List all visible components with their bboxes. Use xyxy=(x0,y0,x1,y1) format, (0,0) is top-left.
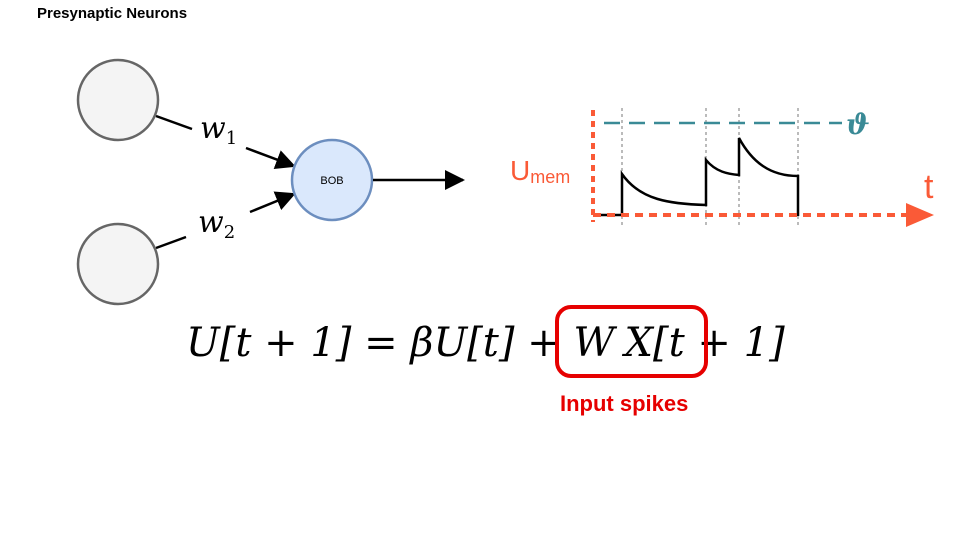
u-mem-label: Umem xyxy=(510,155,570,187)
threshold-symbol: ϑ xyxy=(846,108,870,141)
equation-main: U[t + 1] = βU[t] + W xyxy=(186,320,617,366)
time-axis-label: t xyxy=(924,168,934,206)
synapse-2-arrow xyxy=(249,191,296,214)
weight-1-label: w1 xyxy=(200,111,237,149)
equation-highlighted-term: X[t + 1] xyxy=(622,320,786,366)
x-axis-arrowhead xyxy=(906,203,934,227)
membrane-potential-plot: ϑ Umem t xyxy=(510,108,934,227)
weight-2-label: w2 xyxy=(198,205,235,243)
membrane-trace xyxy=(594,137,800,217)
input-neuron-2 xyxy=(76,222,160,306)
synapse-2-segment-a xyxy=(155,235,187,250)
input-spikes-caption: Input spikes xyxy=(560,391,689,416)
synapse-1-segment-a xyxy=(155,114,193,131)
presynaptic-neurons-title: Presynaptic Neurons xyxy=(37,5,188,22)
synapse-1-arrow xyxy=(245,146,296,170)
input-spikes-highlight-box xyxy=(555,305,708,378)
output-neuron-label: BOB xyxy=(320,175,343,187)
output-neuron-bob xyxy=(290,138,374,222)
input-neuron-1 xyxy=(76,58,160,142)
